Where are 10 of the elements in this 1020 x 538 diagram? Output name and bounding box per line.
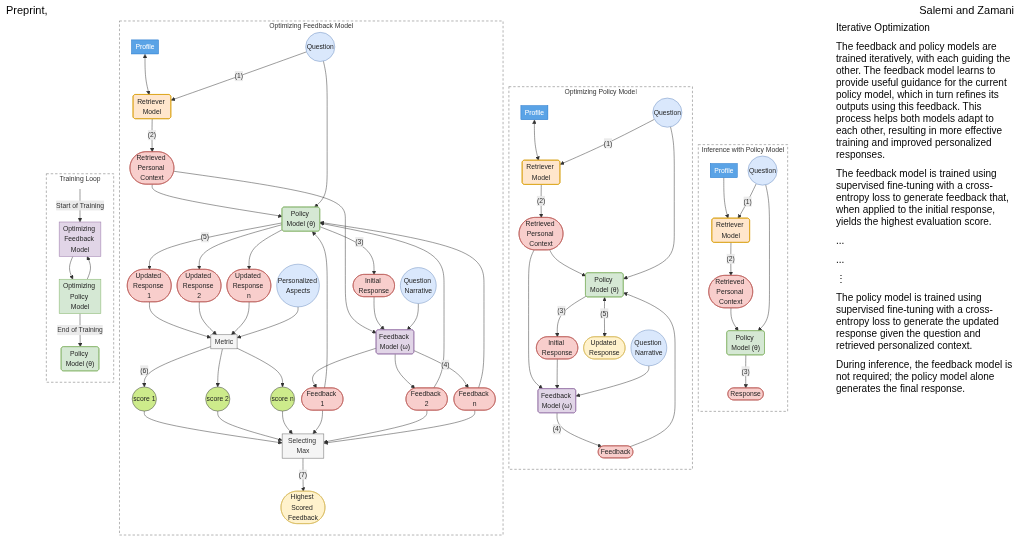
- note-text: ...: [836, 254, 846, 266]
- note-text: ⋮: [836, 273, 847, 285]
- header-text: Preprint,: [6, 4, 48, 16]
- note-text: The feedback and policy models are trained iteratively, with each guiding the other. The feedback model learns to provide useful guidance for the current policy model, which in turn refines its outputs using this feedback. This process helps both models adapt to each other, resulting in more effective training and improved personalized responses.: [836, 41, 1012, 161]
- note-text: During inference, the feedback model is not required; the policy model alone generates the final response.: [836, 359, 1014, 395]
- note-text: ...: [836, 235, 846, 247]
- note-text: Iterative Optimization: [836, 22, 931, 34]
- note-text: The policy model is trained using supervised fine-tuning with a cross-entropy loss to generate the updated response given the question and retrieved personalized context.: [836, 292, 1000, 352]
- note-text: The feedback model is trained using supervised fine-tuning with a cross-entropy loss to generate feedback that, when applied to the initial response, yields the highest evaluation score.: [836, 168, 1010, 228]
- author-text: Salemi and Zamani: [919, 4, 1014, 16]
